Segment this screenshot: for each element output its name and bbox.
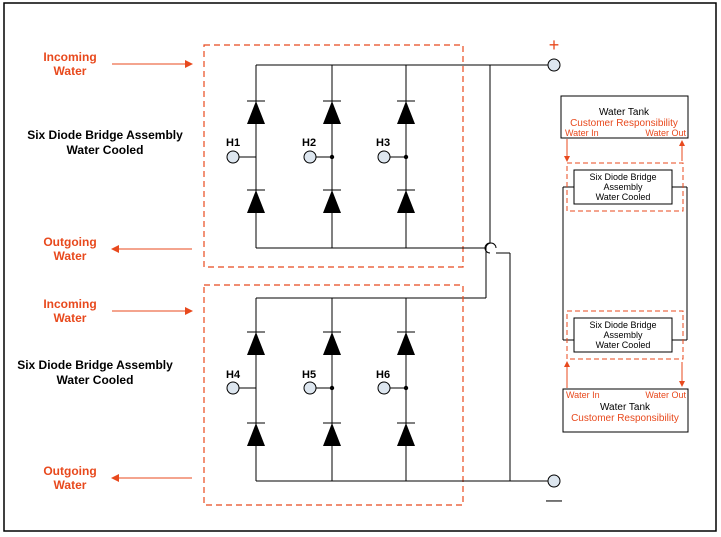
top-leg-3 — [390, 65, 415, 248]
bottom-module-boundary — [566, 310, 684, 360]
bottom-tank-title: Water Tank — [600, 402, 651, 413]
bottom-outgoing-label-1: Outgoing — [43, 464, 96, 478]
top-tank-title: Water Tank — [599, 107, 650, 118]
terminal-h2-label: H2 — [302, 137, 316, 149]
assembly-top-boundary — [203, 44, 464, 268]
terminal-h6-label: H6 — [376, 369, 390, 381]
bottom-outgoing-label-2: Water — [54, 478, 87, 492]
top-tank-sub: Customer Responsibility — [570, 118, 678, 129]
bottom-module-line1: Six Diode Bridge — [589, 320, 656, 330]
assembly-bottom-boundary — [203, 284, 464, 506]
bottom-water-out: Water Out — [645, 390, 686, 400]
terminal-h1 — [226, 150, 240, 164]
bottom-module-line2: Assembly — [603, 330, 643, 340]
top-assembly-label-1: Six Diode Bridge Assembly — [27, 128, 183, 142]
top-module-line1: Six Diode Bridge — [589, 172, 656, 182]
top-module-line3: Water Cooled — [596, 192, 651, 202]
top-incoming-label-2: Water — [54, 64, 87, 78]
negative-sign: — — [546, 492, 562, 509]
bottom-assembly-label-1: Six Diode Bridge Assembly — [17, 358, 173, 372]
bottom-incoming-label-2: Water — [54, 311, 87, 325]
bottom-leg-2 — [316, 298, 341, 481]
negative-terminal — [547, 474, 561, 488]
top-outgoing-label-2: Water — [54, 249, 87, 263]
bottom-assembly-label-2: Water Cooled — [57, 373, 134, 387]
bottom-water-in: Water In — [566, 390, 600, 400]
top-outgoing-label-1: Outgoing — [43, 235, 96, 249]
top-incoming-label-1: Incoming — [43, 50, 96, 64]
bottom-leg-1 — [238, 298, 265, 481]
positive-sign: + — [549, 35, 560, 55]
top-water-in: Water In — [565, 128, 599, 138]
positive-terminal — [547, 58, 561, 72]
top-module-boundary — [566, 162, 684, 212]
terminal-h6 — [377, 381, 391, 395]
top-water-out: Water Out — [645, 128, 686, 138]
top-leg-1 — [238, 65, 265, 248]
bottom-incoming-label-1: Incoming — [43, 297, 96, 311]
terminal-h2 — [303, 150, 317, 164]
bottom-tank-sub: Customer Responsibility — [571, 413, 679, 424]
terminal-h4-label: H4 — [226, 369, 241, 381]
top-module-line2: Assembly — [603, 182, 643, 192]
bottom-module-line3: Water Cooled — [596, 340, 651, 350]
top-water-tank — [560, 95, 689, 139]
top-leg-2 — [316, 65, 341, 248]
top-assembly-label-2: Water Cooled — [67, 143, 144, 157]
bottom-leg-3 — [390, 298, 415, 481]
terminal-h5-label: H5 — [302, 369, 316, 381]
bottom-water-tank — [562, 388, 689, 433]
outer-frame — [3, 2, 717, 532]
bottom-module — [573, 317, 673, 353]
terminal-h3-label: H3 — [376, 137, 390, 149]
terminal-h3 — [377, 150, 391, 164]
terminal-h4 — [226, 381, 240, 395]
terminal-h5 — [303, 381, 317, 395]
top-module — [573, 169, 673, 205]
terminal-h1-label: H1 — [226, 137, 240, 149]
